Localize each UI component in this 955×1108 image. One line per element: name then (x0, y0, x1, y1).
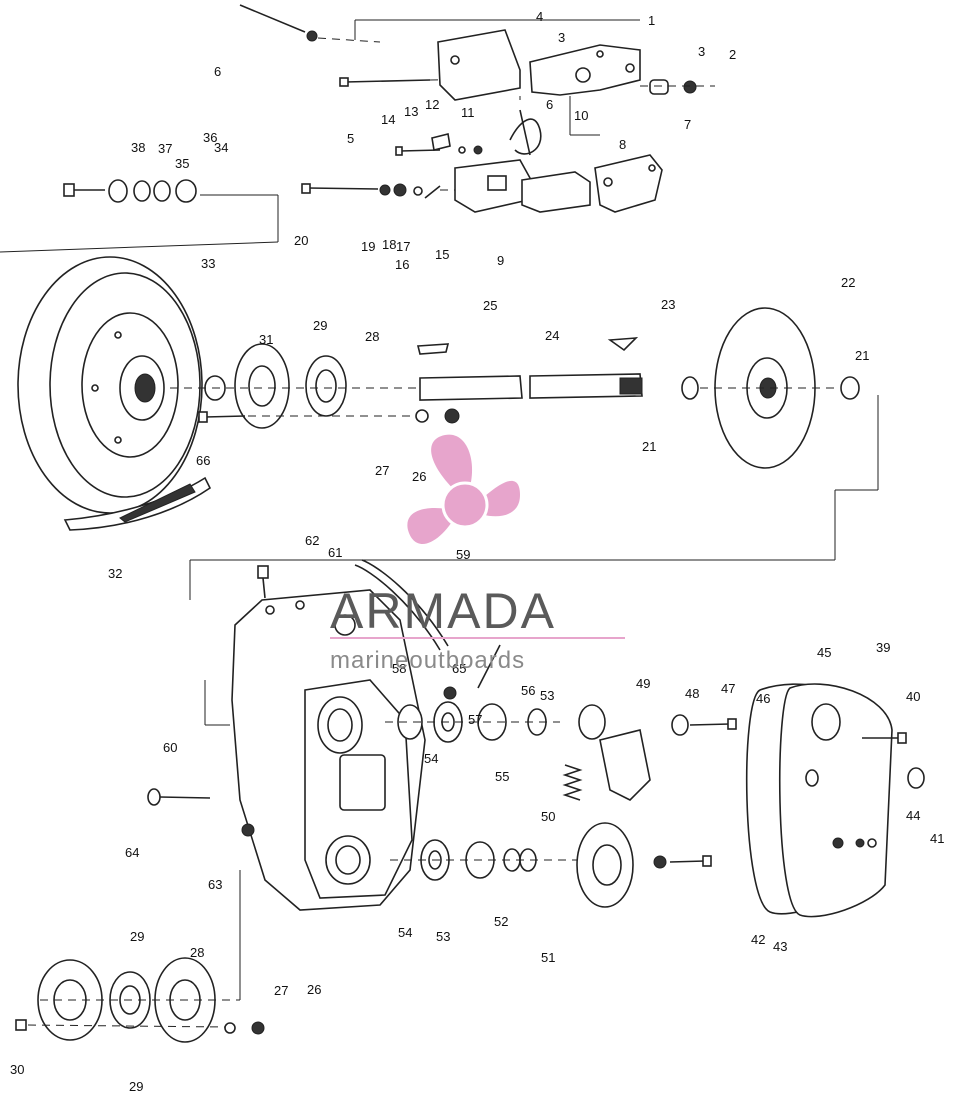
callout-c43: 43 (773, 939, 787, 954)
callout-c11: 11 (461, 105, 475, 120)
callout-c2: 2 (729, 47, 736, 62)
callout-c64: 64 (125, 845, 139, 860)
callout-c23: 23 (661, 297, 675, 312)
callout-c55: 55 (495, 769, 509, 784)
callout-c50: 50 (541, 809, 555, 824)
callout-c56: 56 (521, 683, 535, 698)
callout-c65: 65 (452, 661, 466, 676)
callout-c36: 36 (203, 130, 217, 145)
callout-c3a: 3 (698, 44, 705, 59)
callout-c6a: 6 (214, 64, 221, 79)
callout-c32: 32 (108, 566, 122, 581)
watermark-tagline: marineoutboards (330, 647, 525, 674)
callout-c6b: 6 (546, 97, 553, 112)
callout-c54b: 54 (398, 925, 412, 940)
driven-pulley (17, 256, 212, 531)
callout-c18: 18 (382, 237, 396, 252)
callout-c63: 63 (208, 877, 222, 892)
callout-c21a: 21 (855, 348, 869, 363)
callout-c9: 9 (497, 253, 504, 268)
callout-c16: 16 (395, 257, 409, 272)
watermark-brand: ARMADA (330, 583, 556, 639)
callout-c19: 19 (361, 239, 375, 254)
callout-c58: 58 (392, 661, 406, 676)
callout-c21b: 21 (642, 439, 656, 454)
fastener-stack (0, 179, 279, 253)
callout-c29c: 29 (129, 1079, 143, 1094)
bracket-assembly (239, 4, 715, 213)
callout-c53b: 53 (436, 929, 450, 944)
callout-c5: 5 (347, 131, 354, 146)
callout-c15: 15 (435, 247, 449, 262)
callout-c28b: 28 (190, 945, 204, 960)
callout-c14: 14 (381, 112, 395, 127)
callout-c27a: 27 (375, 463, 389, 478)
chaincase-cover (745, 683, 925, 918)
callout-c28a: 28 (365, 329, 379, 344)
bottom-flange-group (15, 870, 265, 1043)
callout-c51: 51 (541, 950, 555, 965)
callout-c59: 59 (456, 547, 470, 562)
callout-c8: 8 (619, 137, 626, 152)
callout-c41: 41 (930, 831, 944, 846)
callout-c47: 47 (721, 681, 735, 696)
callout-c10: 10 (574, 108, 588, 123)
propeller-logo (407, 434, 520, 544)
callout-c12: 12 (425, 97, 439, 112)
callout-c45: 45 (817, 645, 831, 660)
callout-c4: 4 (536, 9, 543, 24)
callout-c66: 66 (196, 453, 210, 468)
callout-c26a: 26 (412, 469, 426, 484)
callout-c29b: 29 (130, 929, 144, 944)
callout-c61: 61 (328, 545, 342, 560)
callout-c62: 62 (305, 533, 319, 548)
callout-c33: 33 (201, 256, 215, 271)
callout-c48: 48 (685, 686, 699, 701)
callout-c13: 13 (404, 104, 418, 119)
callout-c37: 37 (158, 141, 172, 156)
callout-c29a: 29 (313, 318, 327, 333)
callout-c53a: 53 (540, 688, 554, 703)
callout-c24: 24 (545, 328, 559, 343)
callout-c31: 31 (259, 332, 273, 347)
callout-c26b: 26 (307, 982, 321, 997)
callout-c3b: 3 (558, 30, 565, 45)
callout-labels: 1233456678910111213141516171819202121222… (10, 9, 944, 1094)
chaincase-assembly (147, 395, 879, 911)
callout-c52: 52 (494, 914, 508, 929)
callout-c46: 46 (756, 691, 770, 706)
callout-c38: 38 (131, 140, 145, 155)
callout-c39: 39 (876, 640, 890, 655)
callout-c40: 40 (906, 689, 920, 704)
shaft-group (170, 307, 860, 469)
callout-c30: 30 (10, 1062, 24, 1077)
callout-c44: 44 (906, 808, 920, 823)
callout-c35: 35 (175, 156, 189, 171)
callout-c1: 1 (648, 13, 655, 28)
callout-c27b: 27 (274, 983, 288, 998)
callout-c22: 22 (841, 275, 855, 290)
callout-c7: 7 (684, 117, 691, 132)
callout-c49: 49 (636, 676, 650, 691)
callout-c60: 60 (163, 740, 177, 755)
callout-c20: 20 (294, 233, 308, 248)
callout-c25: 25 (483, 298, 497, 313)
armada-watermark: ARMADA marineoutboards (330, 434, 625, 674)
callout-c42: 42 (751, 932, 765, 947)
callout-c57: 57 (468, 712, 482, 727)
callout-c34: 34 (214, 140, 228, 155)
callout-c17: 17 (396, 239, 410, 254)
callout-c54a: 54 (424, 751, 438, 766)
